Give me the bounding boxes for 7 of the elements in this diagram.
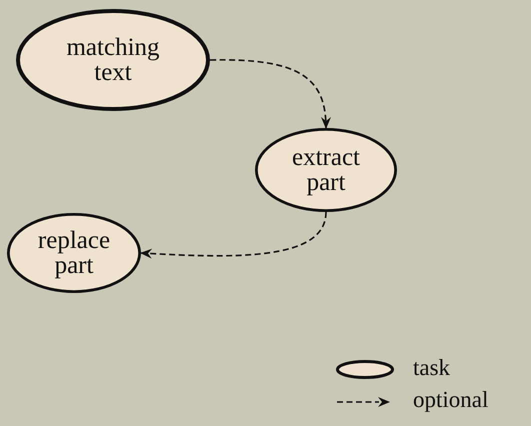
arrow: [140, 212, 327, 259]
node-label: replace part: [36, 228, 112, 278]
legend-label: optional: [413, 388, 488, 412]
node-label: matching text: [65, 35, 161, 85]
node-label: extract part: [290, 145, 361, 195]
arrow: [210, 59, 330, 129]
legend-label: task: [413, 356, 450, 380]
